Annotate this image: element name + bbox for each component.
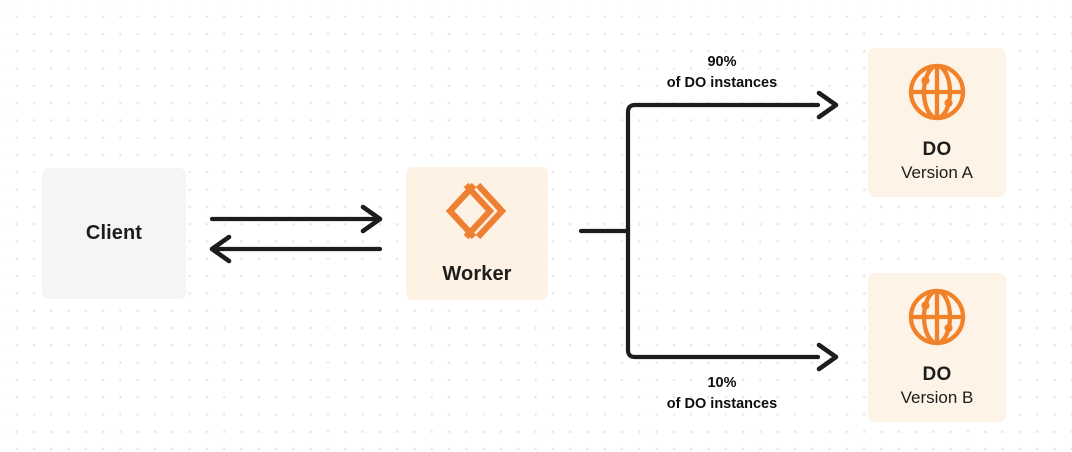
node-do-version-b[interactable]: DO Version B — [868, 273, 1006, 422]
node-do-label: DO — [922, 363, 952, 385]
arrow-right-icon — [816, 90, 839, 120]
arrow-left-icon — [209, 234, 232, 264]
edge-label-worker-to-do-b: 10% of DO instances — [624, 373, 820, 414]
node-do-sublabel: Version B — [900, 388, 974, 408]
arrow-right-icon — [816, 342, 839, 372]
cloudflare-workers-icon — [444, 181, 510, 241]
node-do-label: DO — [922, 138, 952, 160]
edge-caption: of DO instances — [666, 74, 778, 91]
edge-caption: of DO instances — [666, 395, 778, 412]
edge-percent: 10% — [707, 375, 737, 391]
node-worker[interactable]: Worker — [406, 167, 548, 300]
node-client-label: Client — [85, 222, 143, 244]
edge-percent: 90% — [707, 54, 737, 70]
arrow-worker-to-client — [209, 234, 383, 264]
edge-label-worker-to-do-a: 90% of DO instances — [624, 52, 820, 93]
node-worker-label: Worker — [442, 263, 512, 285]
arrow-client-to-worker — [209, 204, 383, 234]
node-client[interactable]: Client — [42, 168, 186, 299]
node-do-sublabel: Version A — [901, 163, 973, 183]
globe-icon — [906, 286, 968, 348]
globe-icon — [906, 61, 968, 123]
arrow-right-icon — [360, 204, 383, 234]
node-do-version-a[interactable]: DO Version A — [868, 48, 1006, 197]
fork-connector — [578, 102, 821, 360]
